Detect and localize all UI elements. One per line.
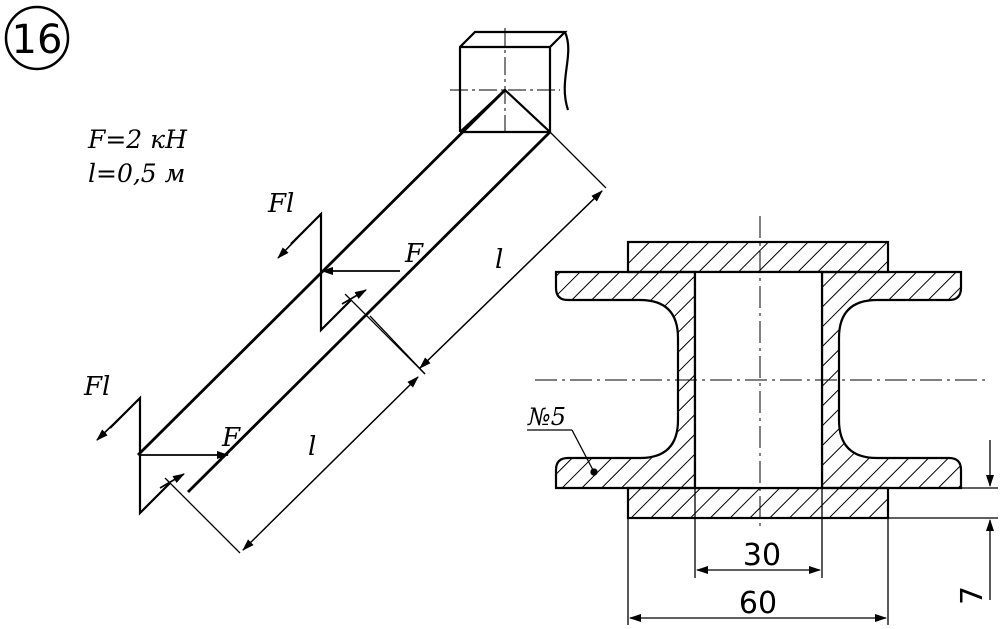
length-dimension-1 [344, 131, 607, 375]
left-channel [554, 270, 697, 490]
thickness-value: 7 [955, 586, 990, 605]
length-dimension-2 [164, 315, 426, 554]
callout-leader [571, 429, 595, 473]
support-break-line [563, 31, 570, 111]
fixed-support [450, 28, 570, 134]
moment-label-2: Fl [83, 372, 110, 402]
force-label-1: F [404, 239, 424, 269]
moment-2-arrow [96, 409, 129, 441]
dimension-thickness [888, 440, 998, 600]
dimension-outer-width [627, 518, 889, 625]
problem-number-circle [4, 5, 70, 71]
top-plate [626, 240, 890, 274]
support-block-top [458, 30, 568, 132]
dim-2-line-b [242, 376, 419, 551]
moment-label-1: Fl [267, 189, 294, 219]
force-label-2: F [221, 423, 241, 453]
outer-width-value: 60 [739, 586, 777, 621]
moment-symbol-1-upper [290, 211, 323, 272]
length-label-1: l [495, 245, 503, 275]
moment-symbol-1-lower [319, 272, 352, 333]
moment-2-arrow-lower [159, 473, 185, 489]
dim-1-extension-a [549, 131, 607, 189]
cross-section [535, 216, 985, 530]
given-length: l=0,5 м [88, 159, 185, 188]
dim-2-extension-b [164, 477, 241, 554]
dim-2-extension-a [369, 315, 426, 375]
beam-lower-edge [187, 131, 551, 493]
dimension-inner-width [694, 488, 823, 578]
dim-1-line-b [419, 190, 603, 369]
channel-label: №5 [527, 403, 566, 431]
right-channel [820, 270, 963, 490]
moment-symbol-2 [96, 395, 185, 516]
moment-1-arrow-lower [341, 289, 367, 305]
length-label-2: l [308, 432, 316, 462]
moment-symbol-2-upper [109, 395, 142, 455]
bottom-plate [626, 486, 890, 520]
given-force: F=2 кН [87, 125, 188, 154]
problem-number: 16 [4, 5, 70, 71]
moment-symbol-1 [277, 211, 367, 333]
beam [137, 89, 551, 493]
channel-callout [527, 429, 598, 476]
moment-symbol-2-lower [138, 455, 171, 516]
moment-1-arrow [277, 225, 310, 259]
callout-dot [590, 468, 598, 476]
problem-number-text: 16 [12, 17, 63, 63]
inner-width-value: 30 [743, 538, 781, 573]
